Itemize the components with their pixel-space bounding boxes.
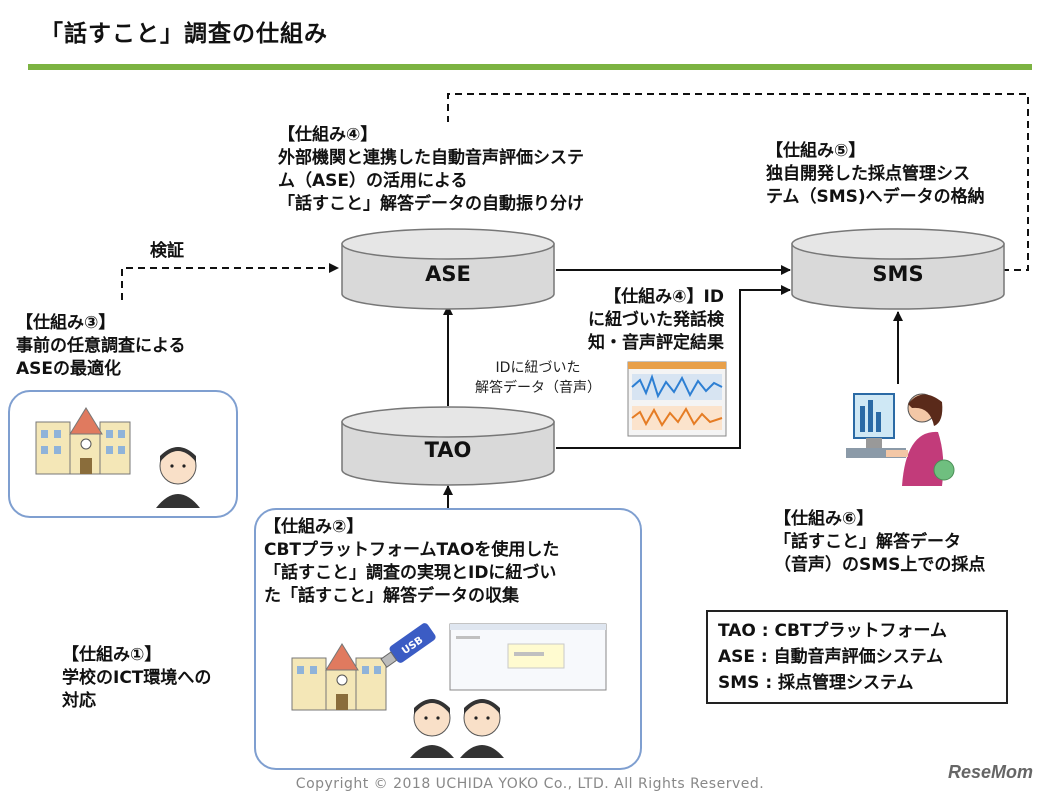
tao-to-sms-arrow: [556, 285, 791, 449]
mechanism-2-line: 「話すこと」調査の実現とIDに紐づい: [264, 563, 557, 583]
laptop-screen-icon: [449, 623, 607, 691]
sms-to-ase-dashed-connector: [447, 93, 1029, 271]
ase-node-label: ASE: [425, 262, 471, 286]
abbreviation-legend: TAO : CBTプラットフォーム ASE : 自動音声評価システム SMS :…: [706, 610, 1008, 704]
mechanism-4-id-note: 【仕組み④】ID に紐づいた発話検 知・音声評定結果: [564, 286, 724, 355]
mechanism-6-note: 【仕組み⑥】 「話すこと」解答データ （音声）のSMS上での採点: [774, 508, 985, 577]
audio-data-line: IDに紐づいた: [495, 360, 581, 376]
mechanism-5-line: 独自開発した採点管理シス: [766, 164, 970, 184]
mechanism-2-heading: 【仕組み②】: [264, 517, 364, 537]
legend-item-sms: SMS : 採点管理システム: [718, 673, 914, 693]
waveform-icon: [627, 361, 727, 437]
mechanism-4-id-line: 知・音声評定結果: [588, 333, 724, 353]
mechanism-4-heading: 【仕組み④】: [278, 125, 378, 145]
mechanism-3-note: 【仕組み③】 事前の任意調査による ASEの最適化: [16, 312, 186, 381]
legend-item-tao: TAO : CBTプラットフォーム: [718, 621, 948, 641]
mechanism-6-line: 「話すこと」解答データ: [774, 532, 961, 552]
audio-data-label: IDに紐づいた 解答データ（音声）: [458, 358, 618, 398]
mechanism-4-line: 外部機関と連携した自動音声評価システ: [278, 148, 584, 168]
school-building-icon: [291, 643, 387, 711]
mechanism-6-line: （音声）のSMS上での採点: [774, 555, 986, 575]
school-building-icon: [35, 407, 131, 475]
mechanism-4-line: 「話すこと」解答データの自動振り分け: [278, 194, 584, 214]
student-icon: [460, 699, 504, 758]
title-underline: [28, 64, 1032, 70]
page-title: 「話すこと」調査の仕組み: [40, 21, 328, 47]
mechanism-5-note: 【仕組み⑤】 独自開発した採点管理シス テム（SMS)へデータの格納: [766, 140, 985, 209]
audio-data-line: 解答データ（音声）: [475, 380, 601, 396]
tao-cylinder: [341, 406, 555, 486]
student-icon: [410, 699, 454, 758]
sms-node-label: SMS: [872, 262, 924, 286]
mechanism-5-line: テム（SMS)へデータの格納: [766, 187, 985, 207]
copyright-text: Copyright © 2018 UCHIDA YOKO Co., LTD. A…: [295, 776, 765, 792]
mechanism-6-heading: 【仕組み⑥】: [774, 509, 874, 529]
mechanism-1-line: 対応: [62, 691, 96, 711]
sms-cylinder: [791, 228, 1005, 310]
verify-label: 検証: [150, 241, 184, 261]
student-icon: [156, 447, 200, 508]
mechanism-2-line: CBTプラットフォームTAOを使用した: [264, 540, 560, 560]
operator-at-computer-icon: [846, 393, 955, 486]
mechanism-1-line: 学校のICT環境への: [62, 668, 212, 688]
mechanism-4-id-line: に紐づいた発話検: [588, 310, 724, 330]
mechanism-2-line: た「話すこと」解答データの収集: [264, 586, 519, 606]
site-logo: ReseMom: [948, 762, 1034, 782]
mechanism-5-heading: 【仕組み⑤】: [766, 141, 866, 161]
mechanism-3-line: 事前の任意調査による: [16, 336, 186, 356]
mechanism-3-heading: 【仕組み③】: [16, 313, 116, 333]
ase-cylinder: [341, 228, 555, 310]
mechanism-4-id-heading: 【仕組み④】ID: [604, 287, 724, 307]
mechanism-4-note: 【仕組み④】 外部機関と連携した自動音声評価システ ム（ASE）の活用による 「…: [278, 124, 584, 216]
mechanism-1-heading: 【仕組み①】: [62, 645, 162, 665]
usb-icon: USB: [380, 623, 436, 668]
legend-item-ase: ASE : 自動音声評価システム: [718, 647, 944, 667]
mechanism-1-note: 【仕組み①】 学校のICT環境への 対応: [62, 644, 211, 713]
mechanism-4-line: ム（ASE）の活用による: [278, 171, 468, 191]
tao-node-label: TAO: [424, 438, 472, 462]
verify-dashed-arrow: [121, 263, 339, 300]
mechanism-3-line: ASEの最適化: [16, 359, 122, 379]
mechanism-2-note: 【仕組み②】 CBTプラットフォームTAOを使用した 「話すこと」調査の実現とI…: [264, 516, 559, 608]
